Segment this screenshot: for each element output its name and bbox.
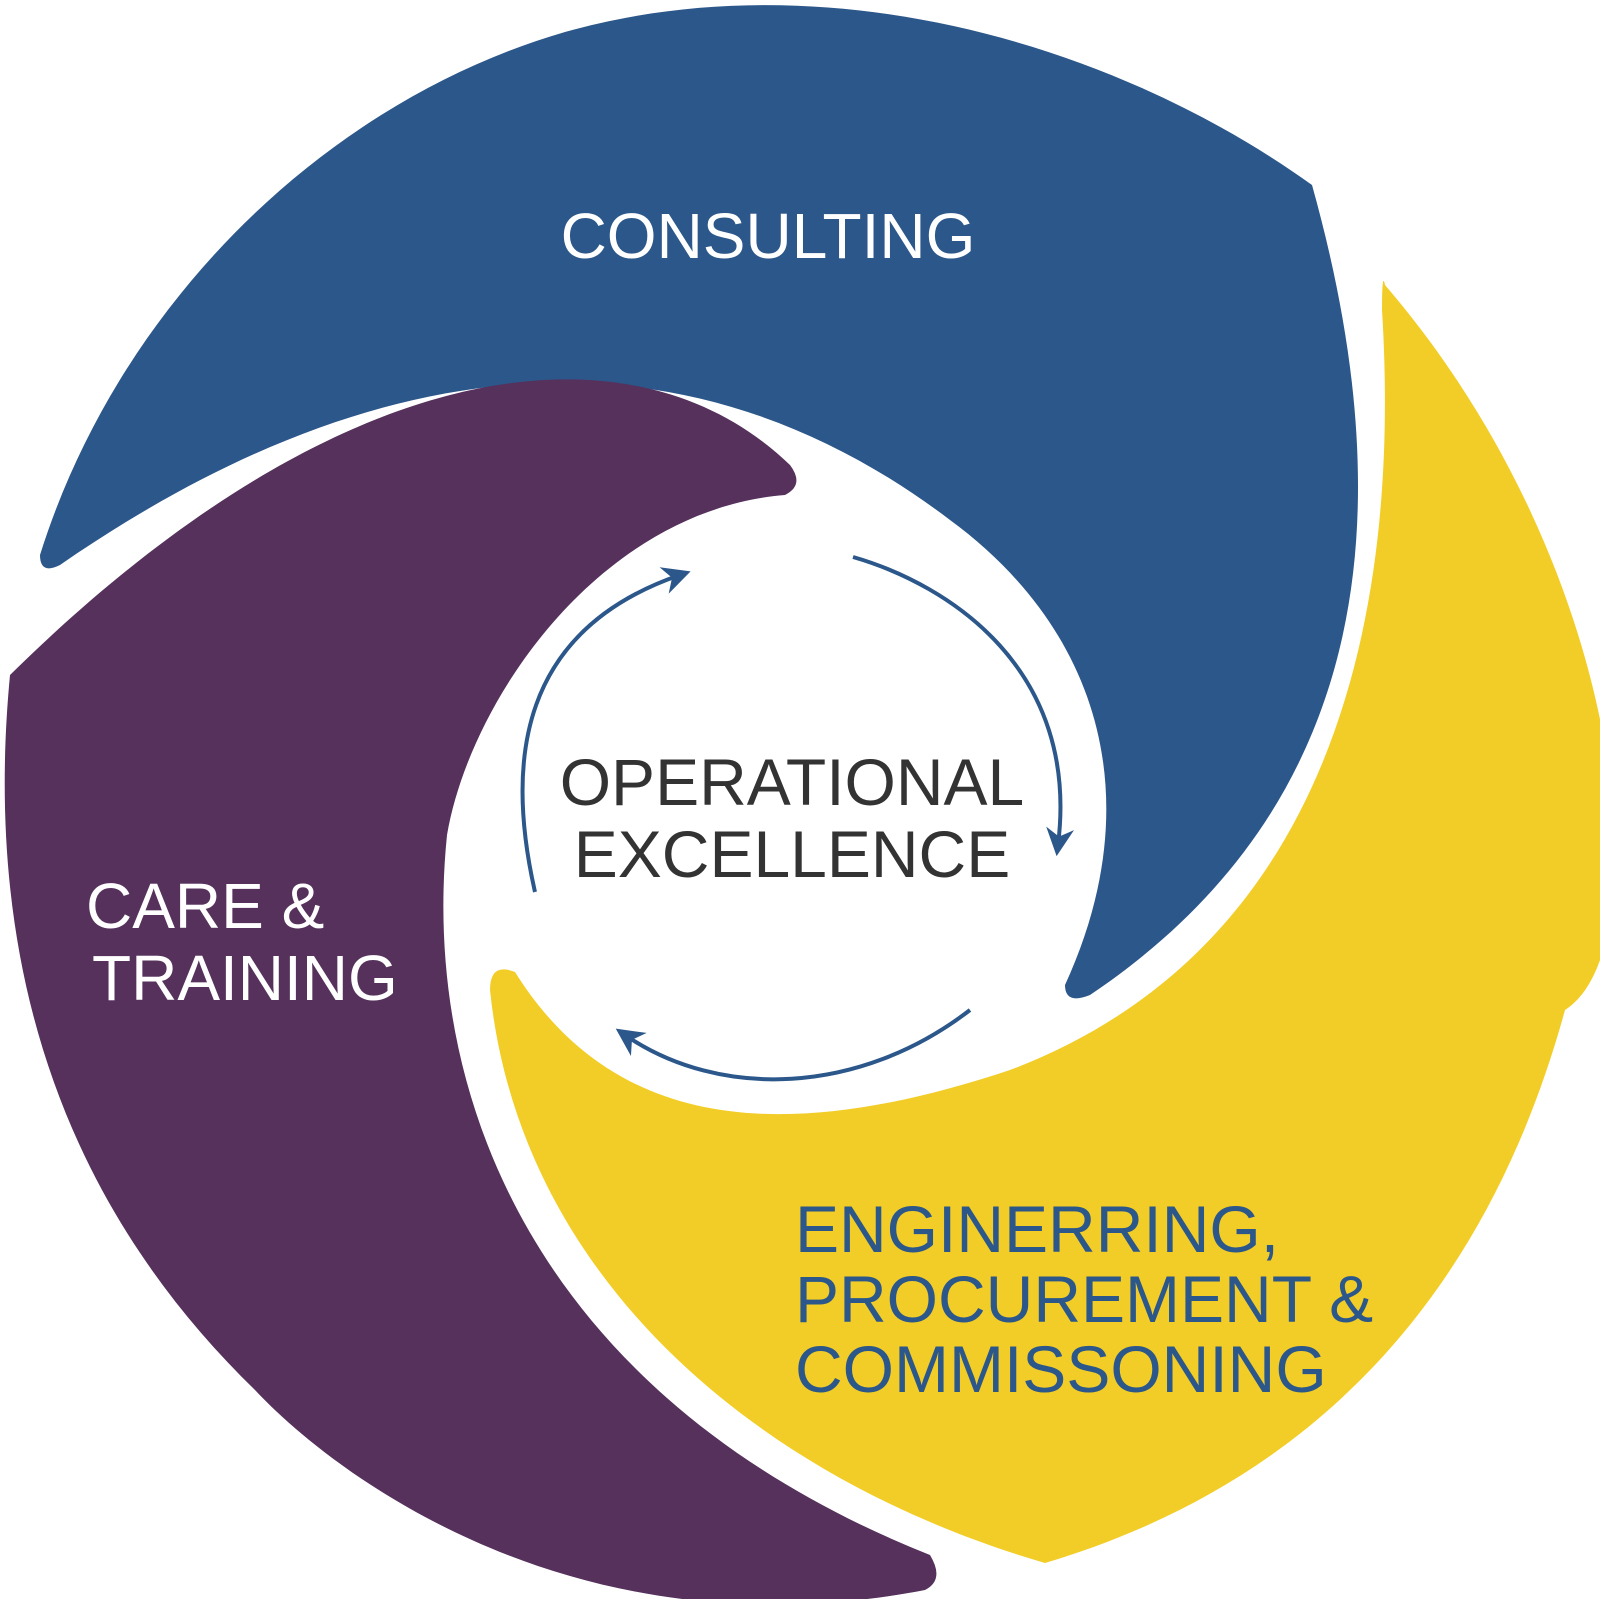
arrow-bottom-arc bbox=[615, 1008, 972, 1082]
center-label-line-2: EXCELLENCE bbox=[574, 817, 1011, 891]
care-training-segment bbox=[4, 379, 937, 1599]
care-training-label-line-1: CARE & bbox=[86, 870, 324, 942]
center-label-line-1: OPERATIONAL bbox=[560, 745, 1025, 819]
cycle-arrows bbox=[520, 555, 1074, 1082]
arrow-left-arc bbox=[520, 567, 691, 893]
arrow-right-arc bbox=[852, 555, 1074, 857]
care-training-label-line-2: TRAINING bbox=[92, 942, 398, 1014]
epc-segment bbox=[490, 280, 1600, 1563]
epc-label-line-1: ENGINERRING, bbox=[795, 1192, 1279, 1266]
consulting-label: CONSULTING bbox=[561, 200, 976, 272]
consulting-segment bbox=[40, 5, 1359, 999]
epc-label-line-3: COMMISSONING bbox=[795, 1332, 1327, 1406]
epc-label-line-2: PROCUREMENT & bbox=[795, 1262, 1373, 1336]
